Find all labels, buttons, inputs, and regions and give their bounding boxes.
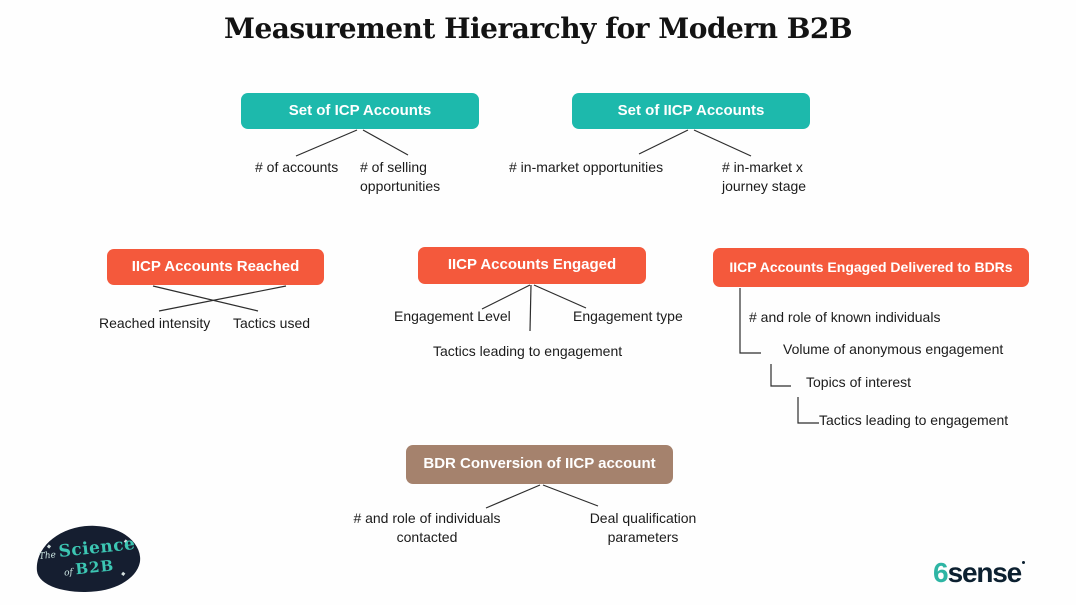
leaf-anonymous-engagement-volume: Volume of anonymous engagement	[783, 341, 1004, 357]
connector-line	[797, 397, 819, 424]
leaf-inmarket-journey-stage: # in-market x journey stage	[722, 159, 807, 194]
leaf-reached-intensity: Reached intensity	[99, 315, 211, 331]
connector-line	[533, 284, 587, 309]
leaf-tactics-used: Tactics used	[233, 315, 311, 331]
leaf-tactics-leading-to-engagement-right: Tactics leading to engagement	[819, 412, 1009, 428]
connector-line	[481, 284, 531, 310]
logo-word-the: The	[38, 550, 57, 563]
leaf-num-accounts: # of accounts	[255, 159, 339, 175]
sixsense-wordmark: sense	[947, 557, 1023, 588]
connector-line	[362, 129, 409, 156]
connector-line	[770, 364, 791, 387]
node-set-of-icp-accounts: Set of ICP Accounts	[241, 93, 479, 129]
connector-line	[158, 285, 287, 312]
leaf-tactics-leading-to-engagement: Tactics leading to engagement	[433, 343, 623, 359]
node-bdr-conversion-of-iicp-account: BDR Conversion of IICP account	[406, 445, 673, 484]
leaf-known-individuals: # and role of known individuals	[749, 309, 941, 325]
connector-line	[529, 284, 532, 332]
sixsense-logo: 6sense	[933, 557, 1025, 589]
sixsense-6-glyph: 6	[933, 557, 949, 588]
node-iicp-accounts-engaged-delivered-to-bdrs: IICP Accounts Engaged Delivered to BDRs	[713, 248, 1029, 287]
node-set-of-iicp-accounts: Set of IICP Accounts	[572, 93, 810, 129]
connector-line	[693, 129, 752, 157]
connector-line	[485, 484, 541, 509]
leaf-deal-qualification-parameters: Deal qualification parameters	[589, 510, 697, 545]
connector-line	[295, 129, 358, 157]
connector-line	[739, 288, 761, 354]
logo-word-b2b: B2B	[74, 556, 116, 579]
leaf-topics-of-interest: Topics of interest	[806, 374, 912, 390]
leaf-engagement-type: Engagement type	[573, 308, 683, 324]
connector-line	[152, 285, 259, 312]
trademark-dot-icon	[1021, 561, 1025, 564]
node-iicp-accounts-engaged: IICP Accounts Engaged	[418, 247, 646, 284]
connector-line	[542, 484, 599, 507]
leaf-inmarket-opportunities: # in-market opportunities	[509, 159, 664, 175]
leaf-selling-opportunities: # of selling opportunities	[360, 159, 441, 194]
page-title: Measurement Hierarchy for Modern B2B	[223, 12, 853, 45]
logo-word-of: of	[63, 567, 74, 579]
connector-line	[638, 129, 689, 155]
node-iicp-accounts-reached: IICP Accounts Reached	[107, 249, 324, 285]
leaf-individuals-contacted: # and role of individuals contacted	[353, 510, 501, 545]
leaf-engagement-level: Engagement Level	[394, 308, 511, 324]
